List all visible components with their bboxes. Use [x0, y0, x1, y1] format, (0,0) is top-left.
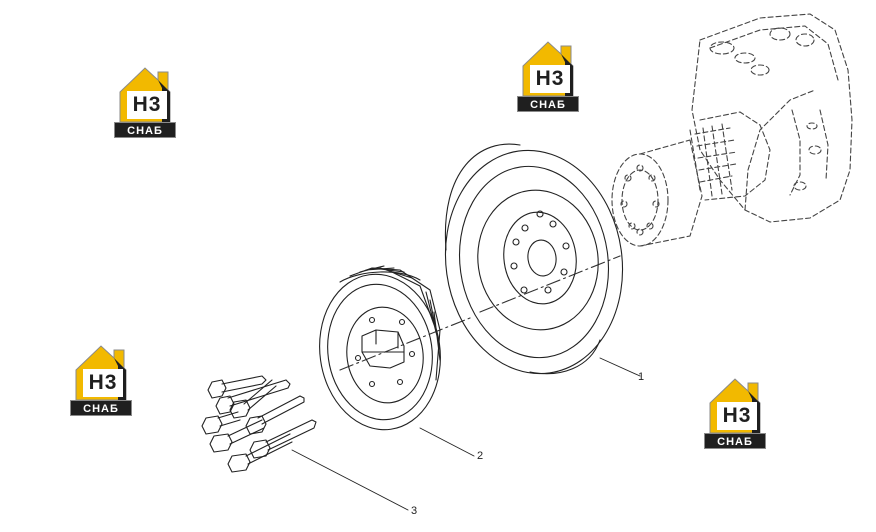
crankshaft-nose	[689, 111, 771, 201]
bolt	[229, 379, 277, 419]
logo-text: СНАБ	[114, 122, 176, 138]
leader-line-1	[599, 357, 641, 377]
leader-line-2	[419, 427, 475, 457]
bolt	[215, 379, 291, 415]
bolt-set	[201, 375, 317, 473]
watermark-logo: H3 СНАБ	[114, 64, 176, 148]
watermark-logo: H3 СНАБ	[517, 38, 579, 122]
axis-centerline	[339, 255, 621, 371]
watermark-logo: H3 СНАБ	[704, 375, 766, 459]
logo-mark: H3	[83, 369, 123, 397]
logo-text: СНАБ	[517, 96, 579, 112]
crankshaft-hub	[611, 139, 703, 247]
logo-text: СНАБ	[70, 400, 132, 416]
bolt	[201, 411, 241, 435]
callout-1: 1	[638, 371, 645, 383]
bolt	[209, 419, 265, 453]
crankshaft	[691, 13, 853, 223]
leader-line-3	[291, 449, 409, 511]
vibration-damper	[444, 143, 624, 375]
callout-3: 3	[411, 505, 418, 517]
logo-text: СНАБ	[704, 433, 766, 449]
logo-mark: H3	[530, 65, 570, 93]
callout-2: 2	[477, 450, 484, 462]
bolt	[227, 433, 293, 473]
bolt	[245, 395, 305, 435]
bolt	[207, 375, 267, 399]
bolt	[249, 419, 317, 459]
crankshaft-pulley	[319, 265, 441, 431]
logo-mark: H3	[127, 91, 167, 119]
watermark-logo: H3 СНАБ	[70, 342, 132, 426]
logo-mark: H3	[717, 402, 757, 430]
